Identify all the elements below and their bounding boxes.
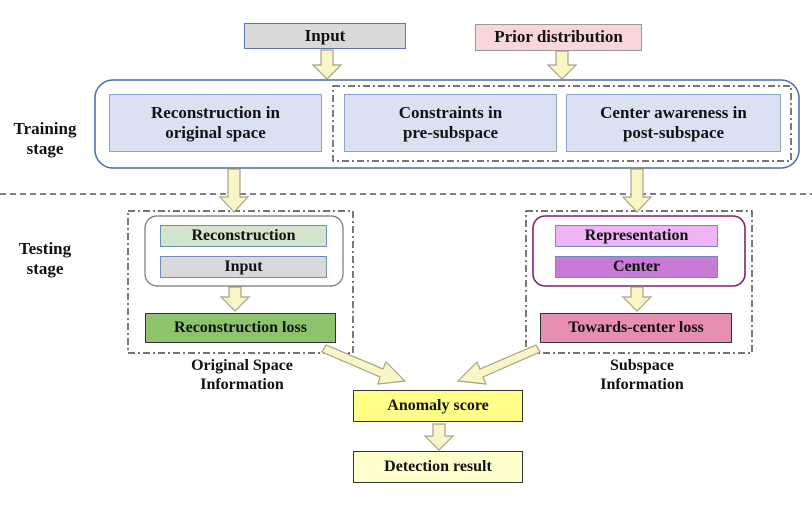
subspace-caption-line2: Information: [600, 376, 684, 394]
center-awareness-post-subspace-box: Center awareness in post-subspace: [566, 94, 781, 152]
towards-center-loss-box: Towards-center loss: [540, 313, 732, 343]
center-box-line1: Center awareness in: [600, 102, 747, 122]
towards-center-loss-label: Towards-center loss: [568, 319, 704, 337]
anomaly-score-box: Anomaly score: [353, 390, 523, 422]
center-box: Center: [555, 256, 718, 278]
training-stage-label-line1: Training: [13, 119, 77, 138]
prior-distribution-box: Prior distribution: [475, 24, 642, 51]
testing-input-box: Input: [160, 256, 327, 278]
reconstruction-label: Reconstruction: [191, 227, 296, 245]
center-box-line2: post-subspace: [622, 123, 725, 142]
recon-box-line2: original space: [165, 123, 266, 142]
original-space-frame: [127, 210, 354, 354]
testing-stage-label: Testing stage: [2, 239, 88, 280]
arrow-training-to-left: [218, 168, 250, 213]
input-label: Input: [304, 25, 346, 45]
training-stage-label: Training stage: [2, 119, 88, 160]
original-space-caption-line1: Original Space: [191, 357, 293, 374]
arrow-input-down: [311, 49, 343, 80]
arrow-score-to-result: [423, 423, 455, 451]
reconstruction-loss-label: Reconstruction loss: [174, 319, 307, 337]
reconstruction-original-space-box: Reconstruction in original space: [109, 94, 322, 152]
prior-distribution-label: Prior distribution: [494, 27, 623, 47]
recon-box-line1: Reconstruction in: [151, 102, 280, 122]
arrow-training-to-right: [621, 168, 653, 213]
representation-box: Representation: [555, 225, 718, 247]
input-box: Input: [244, 23, 406, 49]
training-stage-label-line2: stage: [26, 139, 64, 159]
original-space-caption-line2: Information: [200, 376, 284, 394]
constraints-box-line2: pre-subspace: [402, 123, 499, 142]
center-label: Center: [612, 258, 661, 276]
representation-label: Representation: [584, 227, 689, 245]
constraints-pre-subspace-box: Constraints in pre-subspace: [344, 94, 557, 152]
original-space-caption: Original Space Information: [166, 356, 318, 394]
constraints-box-line1: Constraints in: [398, 102, 503, 122]
reconstruction-loss-box: Reconstruction loss: [145, 313, 336, 343]
anomaly-score-label: Anomaly score: [387, 397, 489, 415]
arrow-right-inner-down: [621, 286, 653, 312]
arrow-recon-loss-to-score: [321, 344, 407, 385]
arrow-center-loss-to-score: [456, 344, 541, 385]
detection-result-label: Detection result: [384, 458, 492, 476]
subspace-caption: Subspace Information: [566, 356, 718, 394]
subspace-frame: [525, 210, 753, 354]
subspace-group-frame: [332, 85, 792, 162]
arrow-prior-down: [546, 50, 578, 80]
subspace-caption-line1: Subspace: [609, 357, 675, 374]
testing-input-label: Input: [224, 258, 263, 276]
testing-stage-label-line1: Testing: [18, 239, 72, 258]
reconstruction-box: Reconstruction: [160, 225, 327, 247]
detection-result-box: Detection result: [353, 451, 523, 483]
testing-stage-label-line2: stage: [26, 259, 64, 279]
arrow-left-inner-down: [219, 286, 251, 312]
